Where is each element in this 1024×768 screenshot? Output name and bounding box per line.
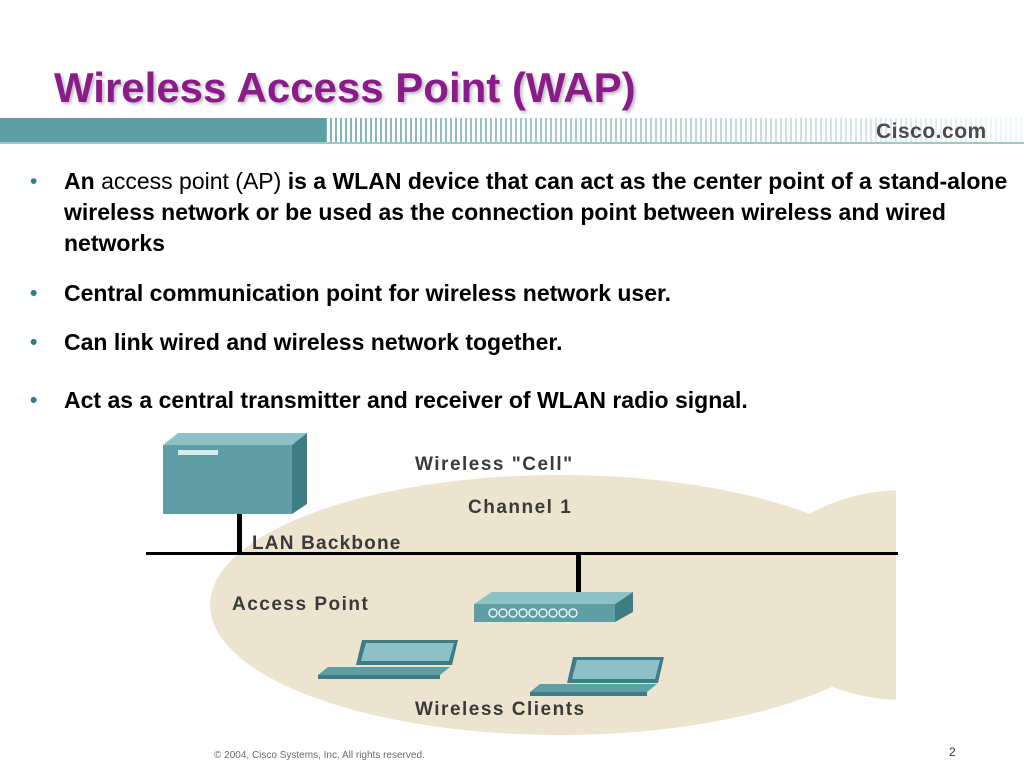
laptop-icon — [530, 657, 664, 696]
page-number: 2 — [949, 745, 956, 759]
cell-label: Wireless "Cell" — [415, 454, 574, 475]
bullet-list: An access point (AP) is a WLAN device th… — [30, 166, 1015, 416]
bullet-item: Can link wired and wireless network toge… — [30, 327, 1015, 358]
access-point-label: Access Point — [232, 594, 369, 615]
header-band — [0, 118, 1024, 144]
backbone-label: LAN Backbone — [252, 533, 402, 554]
server-icon — [163, 433, 307, 514]
bullet-item: An access point (AP) is a WLAN device th… — [30, 166, 1015, 259]
slide-title: Wireless Access Point (WAP) — [54, 64, 636, 111]
clients-label: Wireless Clients — [415, 699, 586, 720]
cisco-logo-text: Cisco.com — [876, 120, 987, 143]
bullet-1-body: is a WLAN device that can act as the cen… — [64, 168, 1008, 256]
ap-drop-cable — [576, 555, 581, 593]
bullet-1-lead: An — [64, 168, 102, 194]
lan-backbone-line — [146, 552, 898, 555]
server-drop-cable — [237, 514, 242, 554]
bullet-item: Act as a central transmitter and receive… — [30, 385, 1015, 416]
copyright-footer: © 2004, Cisco Systems, Inc. All rights r… — [214, 750, 425, 761]
bullet-1-term: access point (AP) — [101, 168, 288, 194]
access-point-icon — [474, 592, 633, 622]
laptop-icon — [318, 640, 458, 679]
bullet-item: Central communication point for wireless… — [30, 278, 1015, 309]
channel-label: Channel 1 — [468, 497, 572, 518]
